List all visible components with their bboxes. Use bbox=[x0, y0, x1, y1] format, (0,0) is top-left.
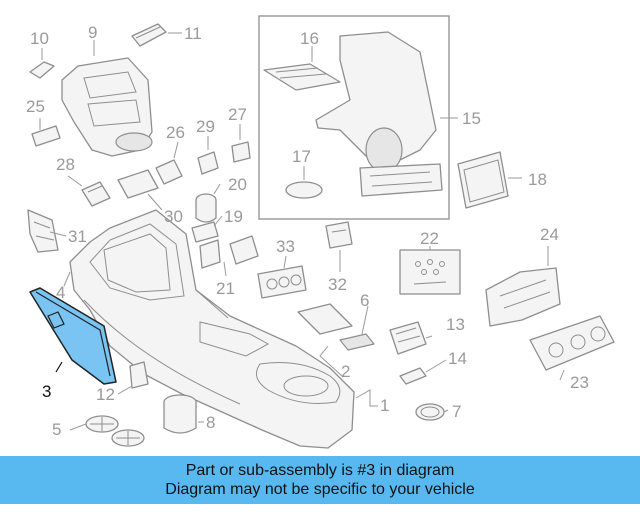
part-31-bracket[interactable] bbox=[27, 209, 59, 253]
callout-9[interactable]: 9 bbox=[88, 23, 97, 42]
callout-18[interactable]: 18 bbox=[528, 170, 547, 189]
callout-26[interactable]: 26 bbox=[166, 123, 185, 142]
part-11-trim-strip[interactable] bbox=[131, 23, 167, 47]
part-6-insert-mat[interactable] bbox=[297, 303, 375, 351]
callout-13[interactable]: 13 bbox=[446, 315, 465, 334]
callout-30[interactable]: 30 bbox=[164, 207, 183, 226]
part-18-panel[interactable] bbox=[457, 151, 509, 209]
info-banner: Part or sub-assembly is #3 in diagram Di… bbox=[0, 456, 640, 504]
callout-25[interactable]: 25 bbox=[26, 97, 45, 116]
part-9-center-bezel[interactable] bbox=[61, 57, 153, 157]
callout-labels: 1 2 3 4 5 6 7 8 9 10 11 12 13 14 15 16 1… bbox=[26, 23, 589, 439]
part-7-ring[interactable] bbox=[415, 403, 445, 421]
callout-5[interactable]: 5 bbox=[52, 420, 61, 439]
part-24-heater-module[interactable] bbox=[485, 267, 561, 327]
callout-11[interactable]: 11 bbox=[184, 24, 202, 43]
part-23-climate-panel[interactable] bbox=[529, 315, 615, 371]
callout-21[interactable]: 21 bbox=[216, 279, 235, 298]
part-20-power-outlet[interactable] bbox=[195, 193, 217, 223]
part-16-armrest-mat[interactable] bbox=[263, 63, 341, 91]
callout-33[interactable]: 33 bbox=[276, 237, 295, 256]
callout-16[interactable]: 16 bbox=[300, 29, 319, 48]
callout-3[interactable]: 3 bbox=[42, 382, 51, 401]
callout-24[interactable]: 24 bbox=[540, 225, 559, 244]
callout-27[interactable]: 27 bbox=[228, 105, 247, 124]
banner-line-1: Part or sub-assembly is #3 in diagram bbox=[185, 462, 455, 479]
callout-6[interactable]: 6 bbox=[360, 291, 369, 310]
leader-lines bbox=[39, 32, 565, 431]
callout-1[interactable]: 1 bbox=[380, 396, 389, 415]
part-21-switch[interactable] bbox=[199, 235, 259, 269]
callout-28[interactable]: 28 bbox=[56, 155, 75, 174]
part-15-armrest[interactable] bbox=[315, 31, 443, 197]
part-25-switch[interactable] bbox=[31, 125, 61, 147]
part-17-grommet[interactable] bbox=[285, 181, 323, 199]
callout-7[interactable]: 7 bbox=[452, 402, 461, 421]
callout-17[interactable]: 17 bbox=[292, 147, 311, 166]
callout-23[interactable]: 23 bbox=[570, 373, 589, 392]
part-30-switch-panel[interactable] bbox=[117, 169, 159, 199]
part-8-cup-insert[interactable] bbox=[163, 394, 197, 434]
callout-4[interactable]: 4 bbox=[56, 283, 65, 302]
callout-32[interactable]: 32 bbox=[328, 275, 347, 294]
part-13-bracket[interactable] bbox=[389, 321, 427, 355]
callout-10[interactable]: 10 bbox=[30, 29, 49, 48]
part-27-switch[interactable] bbox=[231, 141, 251, 163]
part-19-socket[interactable] bbox=[191, 221, 219, 243]
part-1-center-console[interactable] bbox=[69, 209, 355, 449]
callout-20[interactable]: 20 bbox=[228, 175, 247, 194]
part-26-switch[interactable] bbox=[155, 159, 183, 185]
part-33-control-panel[interactable] bbox=[257, 265, 307, 299]
part-22-clip-kit[interactable] bbox=[399, 249, 461, 295]
banner-line-2: Diagram may not be specific to your vehi… bbox=[165, 481, 475, 498]
part-3-side-trim-panel[interactable] bbox=[29, 287, 117, 385]
part-12-clip[interactable] bbox=[129, 361, 149, 389]
exploded-parts-diagram: 1 2 3 4 5 6 7 8 9 10 11 12 13 14 15 16 1… bbox=[26, 15, 615, 449]
part-32-switch[interactable] bbox=[325, 221, 353, 249]
callout-19[interactable]: 19 bbox=[224, 207, 243, 226]
part-5-mesh-cover[interactable] bbox=[85, 415, 145, 447]
part-29-switch[interactable] bbox=[197, 151, 219, 175]
callout-12[interactable]: 12 bbox=[96, 385, 115, 404]
part-28-switch[interactable] bbox=[81, 181, 111, 207]
callout-14[interactable]: 14 bbox=[448, 349, 467, 368]
callout-2[interactable]: 2 bbox=[341, 362, 350, 381]
callout-8[interactable]: 8 bbox=[206, 413, 215, 432]
part-10-clip[interactable] bbox=[29, 61, 55, 79]
part-14-clip[interactable] bbox=[399, 367, 427, 385]
callout-29[interactable]: 29 bbox=[196, 117, 215, 136]
callout-15[interactable]: 15 bbox=[462, 109, 481, 128]
callout-31[interactable]: 31 bbox=[68, 227, 87, 246]
callout-22[interactable]: 22 bbox=[420, 229, 439, 248]
